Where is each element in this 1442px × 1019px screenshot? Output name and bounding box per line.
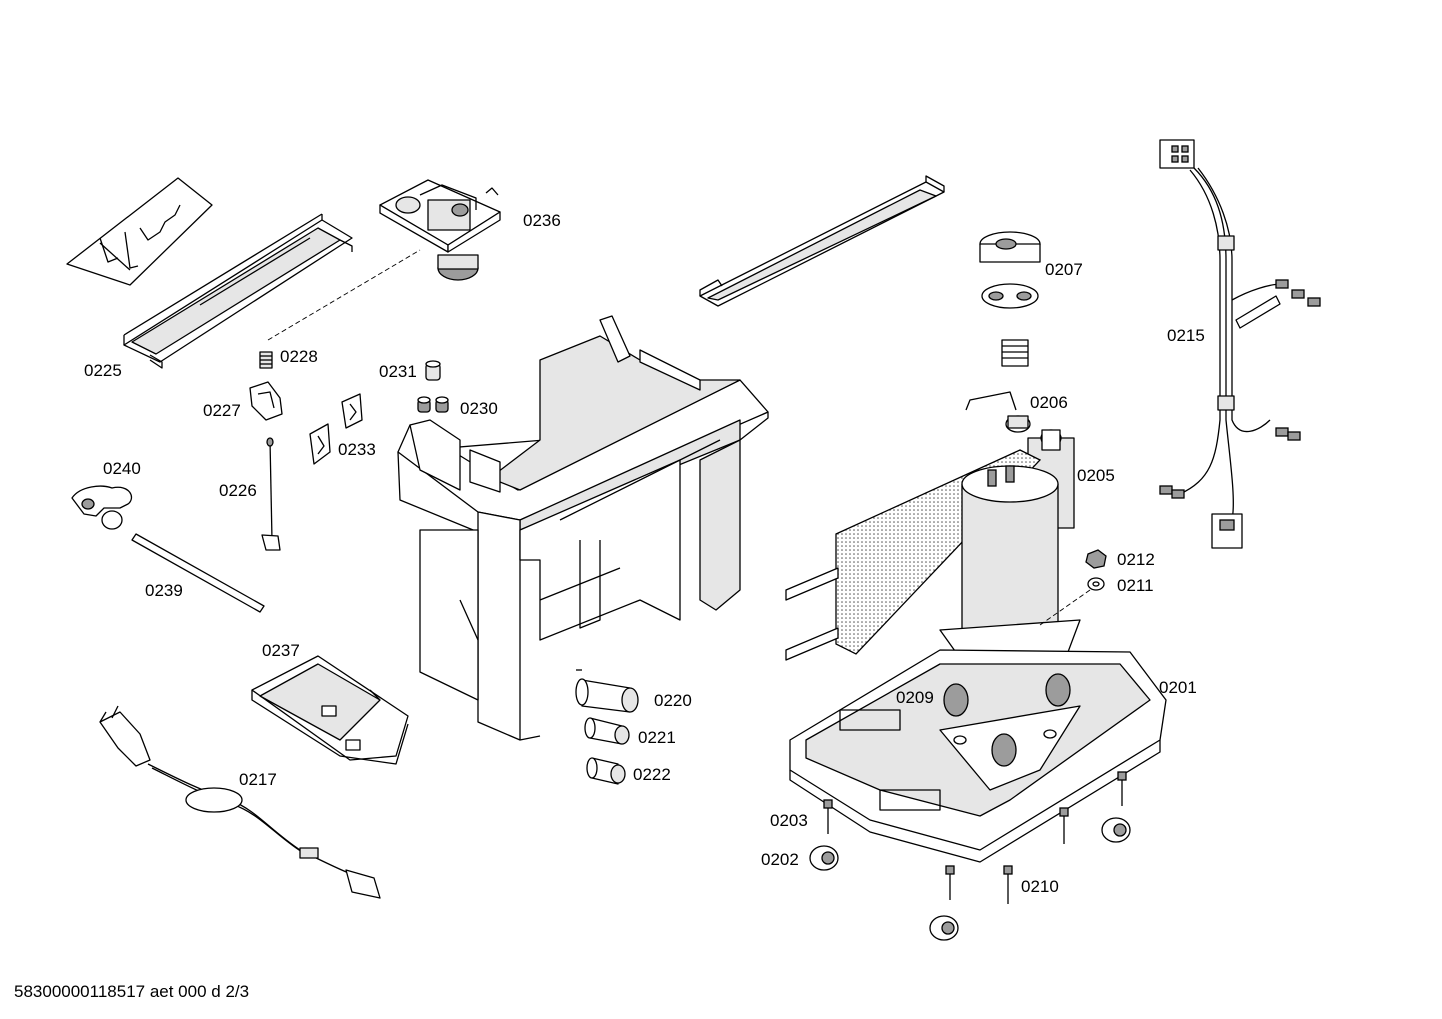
label-0228: 0228 [280, 347, 318, 366]
label-0211: 0211 [1117, 576, 1154, 595]
part-0206-probe [965, 391, 1031, 433]
part-0217-power-cord [99, 705, 381, 899]
part-0239-rod [131, 533, 265, 613]
label-0240: 0240 [103, 459, 141, 478]
label-0201: 0201 [1159, 678, 1197, 697]
label-0220: 0220 [654, 691, 692, 710]
part-0212-nut [1085, 549, 1107, 569]
part-0207-valve-cap [979, 231, 1041, 367]
part-0233-brackets [309, 393, 363, 465]
label-0236: 0236 [523, 211, 561, 230]
label-0233: 0233 [338, 440, 376, 459]
part-screw-lower [929, 865, 959, 941]
label-0209: 0209 [896, 688, 934, 707]
label-0239: 0239 [145, 581, 183, 600]
part-0225-cover-plate [66, 177, 213, 286]
part-0201-base [789, 649, 1167, 863]
part-0227-clip [249, 381, 283, 421]
label-0215: 0215 [1167, 326, 1205, 345]
washer-guide-line [1039, 589, 1091, 626]
part-0203-screw [823, 799, 833, 834]
part-0222-capacitor [586, 757, 626, 785]
label-0226: 0226 [219, 481, 257, 500]
label-0227: 0227 [203, 401, 241, 420]
label-0212: 0212 [1117, 550, 1155, 569]
part-0228-spring [259, 351, 273, 369]
part-0226-sensor-rod [261, 437, 281, 551]
part-slide-bar [699, 175, 945, 307]
label-0222: 0222 [633, 765, 671, 784]
label-0210: 0210 [1021, 877, 1059, 896]
part-main-frame [397, 315, 769, 741]
part-screw-right [1101, 771, 1131, 843]
part-0225-rail [123, 213, 353, 369]
part-0236-guide-line [267, 249, 421, 341]
document-reference-number: 58300000118517 aet 000 d 2/3 [14, 982, 250, 1001]
label-0225: 0225 [84, 361, 122, 380]
part-0231-cap [425, 360, 441, 381]
label-0231: 0231 [379, 362, 417, 381]
part-0202-foot [809, 845, 839, 871]
part-0237-tray [251, 655, 409, 765]
part-0240-holder [71, 485, 133, 530]
part-0215-wiring-harness [1159, 139, 1321, 549]
part-0211-washer [1087, 577, 1105, 591]
label-0203: 0203 [770, 811, 808, 830]
label-0237: 0237 [262, 641, 300, 660]
label-0205: 0205 [1077, 466, 1115, 485]
label-0202: 0202 [761, 850, 799, 869]
part-0236-motor-unit [379, 179, 501, 281]
label-0230: 0230 [460, 399, 498, 418]
part-0210-screw [1003, 807, 1069, 904]
label-0217: 0217 [239, 770, 277, 789]
part-0220-capacitor [575, 669, 639, 713]
part-0230-grommets [417, 396, 449, 413]
part-0221-capacitor [584, 717, 630, 745]
label-0206: 0206 [1030, 393, 1068, 412]
label-0221: 0221 [638, 728, 676, 747]
label-0207: 0207 [1045, 260, 1083, 279]
